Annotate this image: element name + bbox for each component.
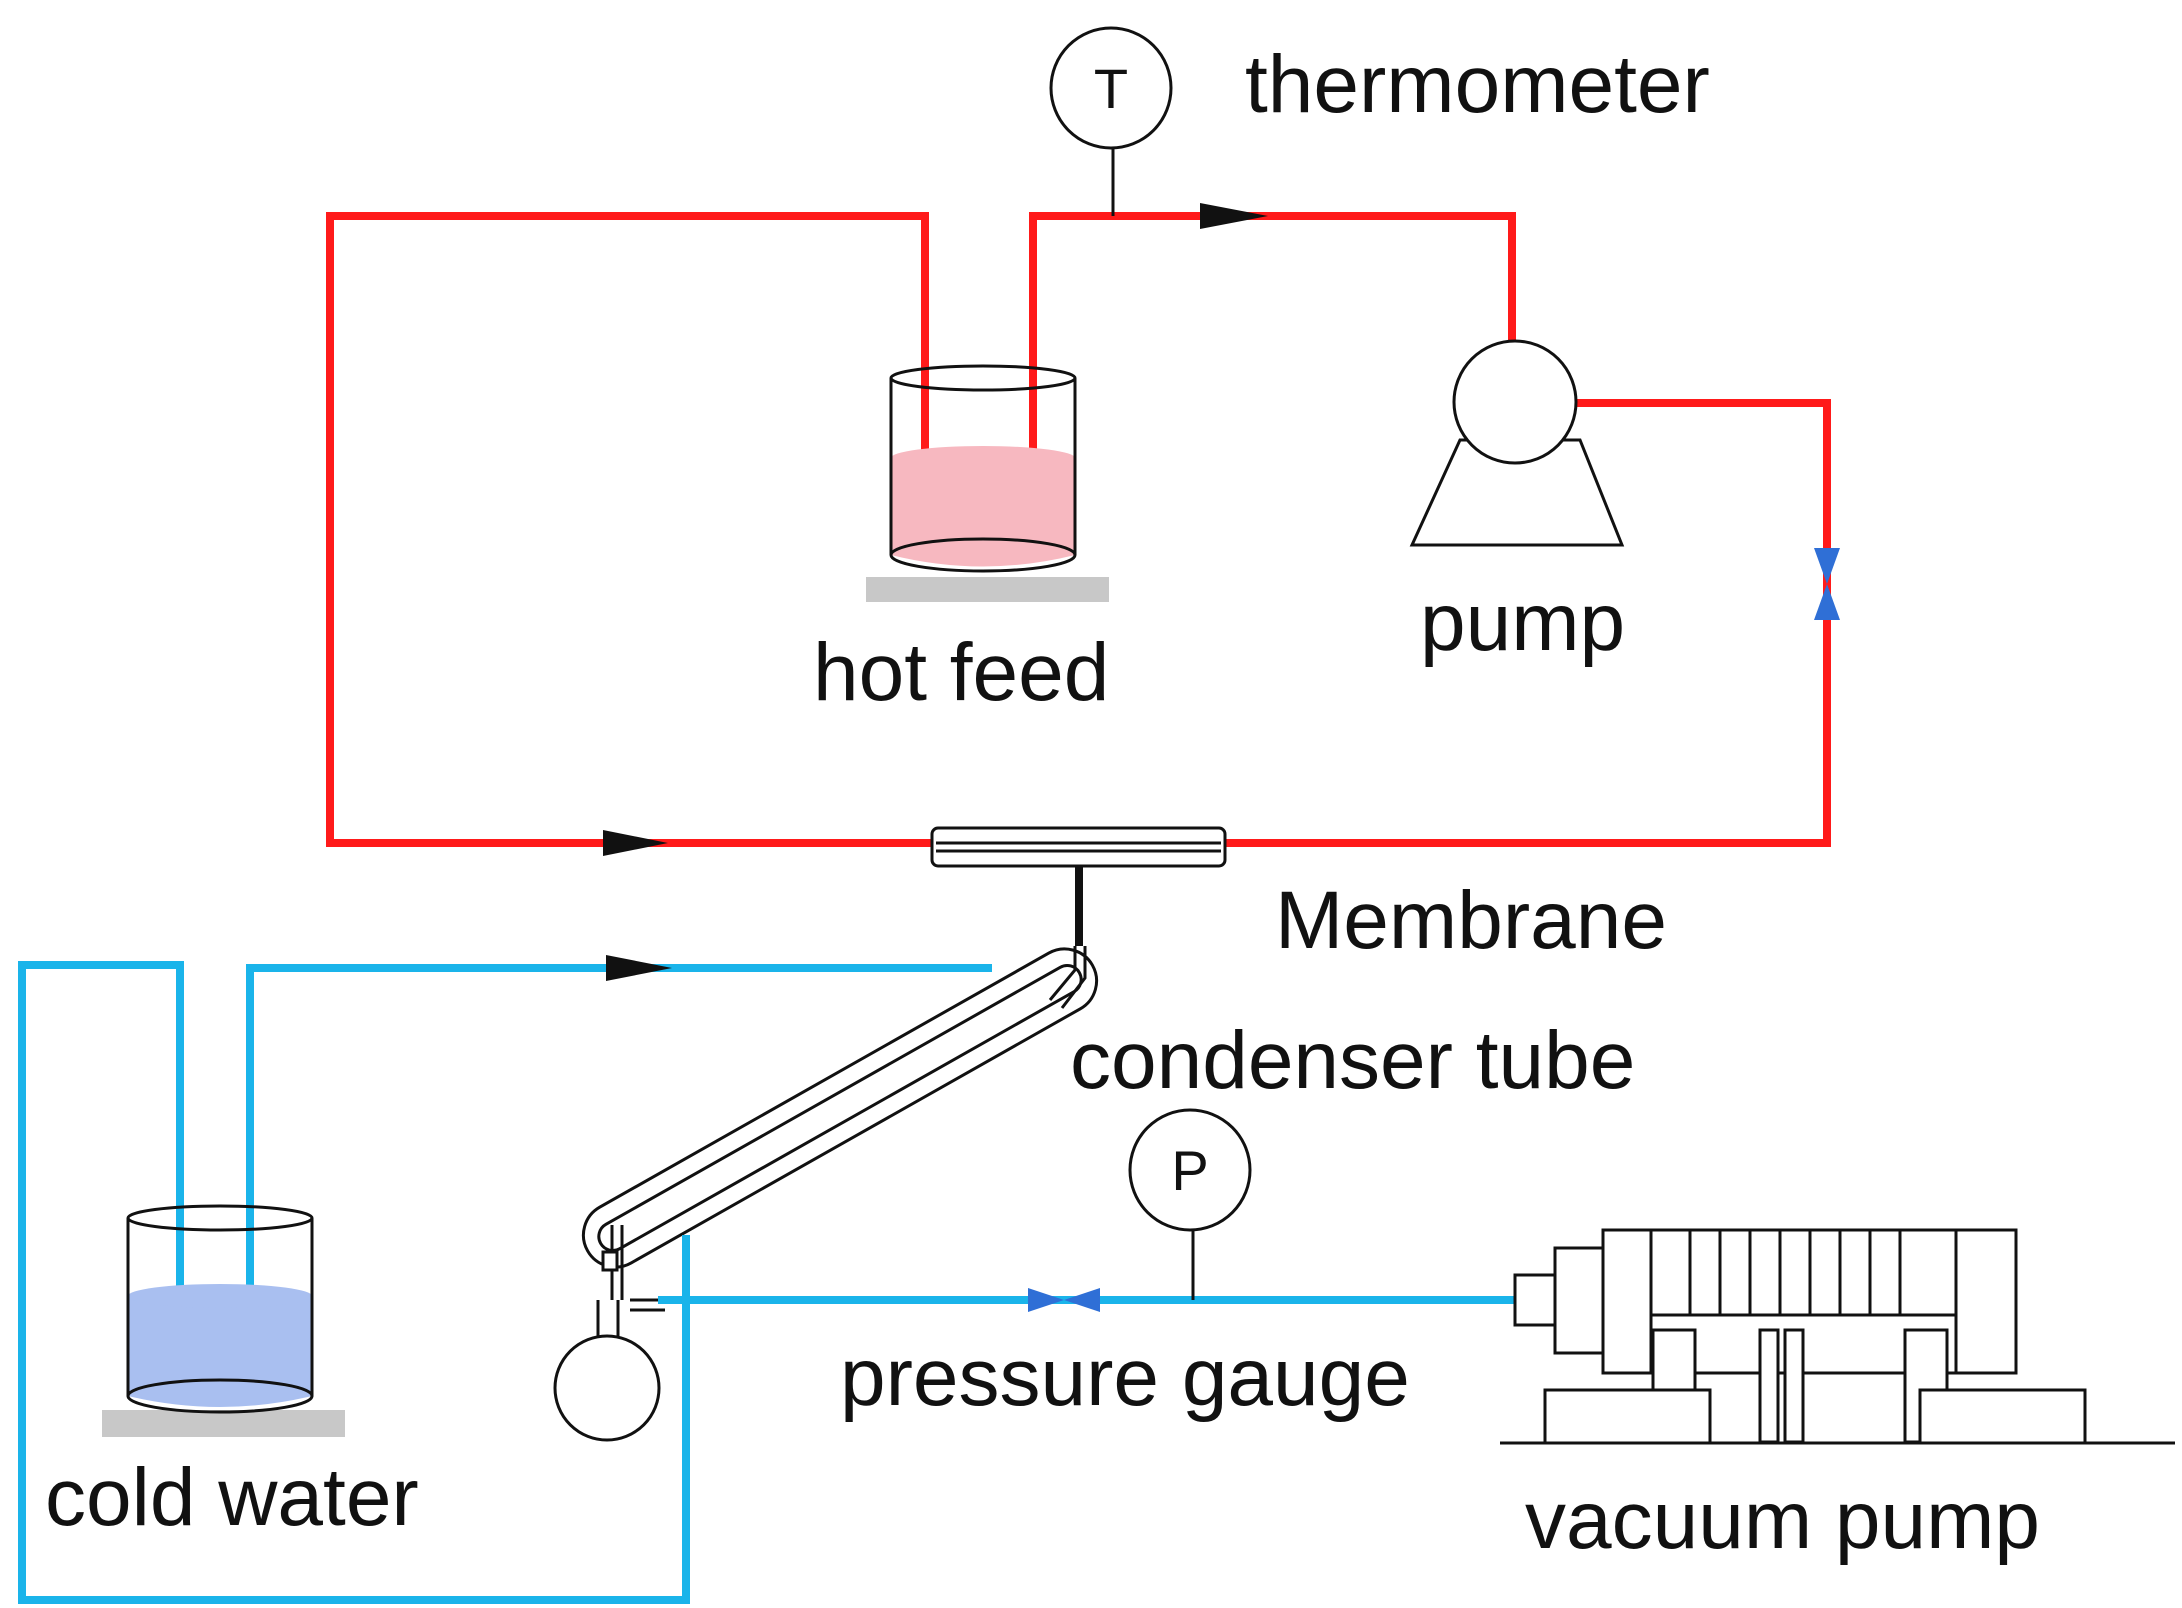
hot-feed-label: hot feed bbox=[813, 627, 1109, 718]
hot-flow-arrow-left bbox=[603, 830, 668, 856]
pump-to-membrane-line bbox=[1225, 399, 1831, 847]
pump-label: pump bbox=[1420, 577, 1625, 668]
cold-water-label: cold water bbox=[45, 1452, 419, 1543]
thermometer-label: thermometer bbox=[1245, 39, 1710, 130]
hot-loop bbox=[326, 212, 1831, 847]
membrane-label: Membrane bbox=[1275, 875, 1667, 966]
condenser-tube bbox=[553, 946, 1099, 1442]
cold-water-liquid bbox=[128, 1287, 312, 1407]
hot-feed-hotplate bbox=[866, 577, 1109, 602]
cold-supply-line bbox=[246, 964, 992, 1300]
cold-water-beaker bbox=[102, 1204, 345, 1437]
hot-feed-liquid bbox=[891, 450, 1075, 567]
thermometer-symbol: T bbox=[1094, 57, 1128, 120]
pressure-gauge: P bbox=[1128, 1108, 1252, 1300]
pressure-gauge-label: pressure gauge bbox=[840, 1332, 1410, 1423]
vacuum-pump-label: vacuum pump bbox=[1525, 1475, 2040, 1566]
hot-return-line bbox=[326, 212, 932, 847]
vacuum-line-valve bbox=[1028, 1288, 1100, 1312]
thermometer-gauge: T bbox=[1049, 26, 1173, 216]
vacuum-pump bbox=[1500, 1228, 2175, 1445]
cold-return-line bbox=[18, 961, 690, 1604]
condenser-tube-label: condenser tube bbox=[1070, 1015, 1635, 1106]
hot-line-valve bbox=[1814, 548, 1840, 620]
hot-flow-arrow-right bbox=[1200, 203, 1268, 229]
cold-water-hotplate bbox=[102, 1410, 345, 1437]
cold-flow-arrow-right bbox=[606, 955, 672, 981]
membrane-module bbox=[930, 826, 1227, 946]
pressure-symbol: P bbox=[1171, 1139, 1208, 1202]
hot-supply-line bbox=[1029, 212, 1516, 508]
feed-pump bbox=[1409, 339, 1625, 547]
hot-feed-beaker bbox=[866, 364, 1109, 602]
